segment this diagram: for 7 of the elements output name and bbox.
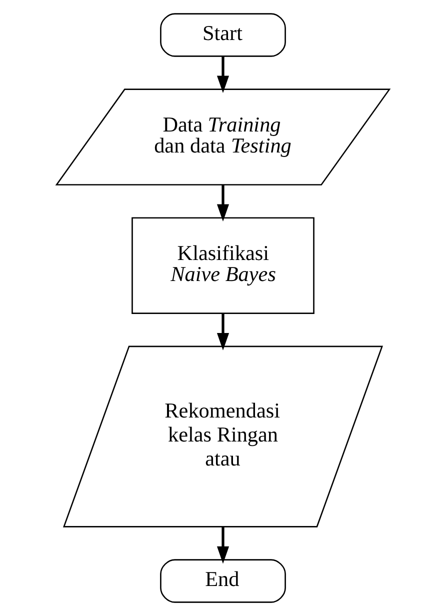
- arrow: [216, 526, 230, 564]
- node-box: End: [160, 559, 286, 603]
- node-box: Start: [160, 13, 286, 57]
- arrow: [216, 313, 230, 350]
- arrow: [216, 56, 230, 93]
- arrow: [216, 184, 230, 222]
- node-box: Klasifikasi Naive Bayes: [132, 217, 314, 314]
